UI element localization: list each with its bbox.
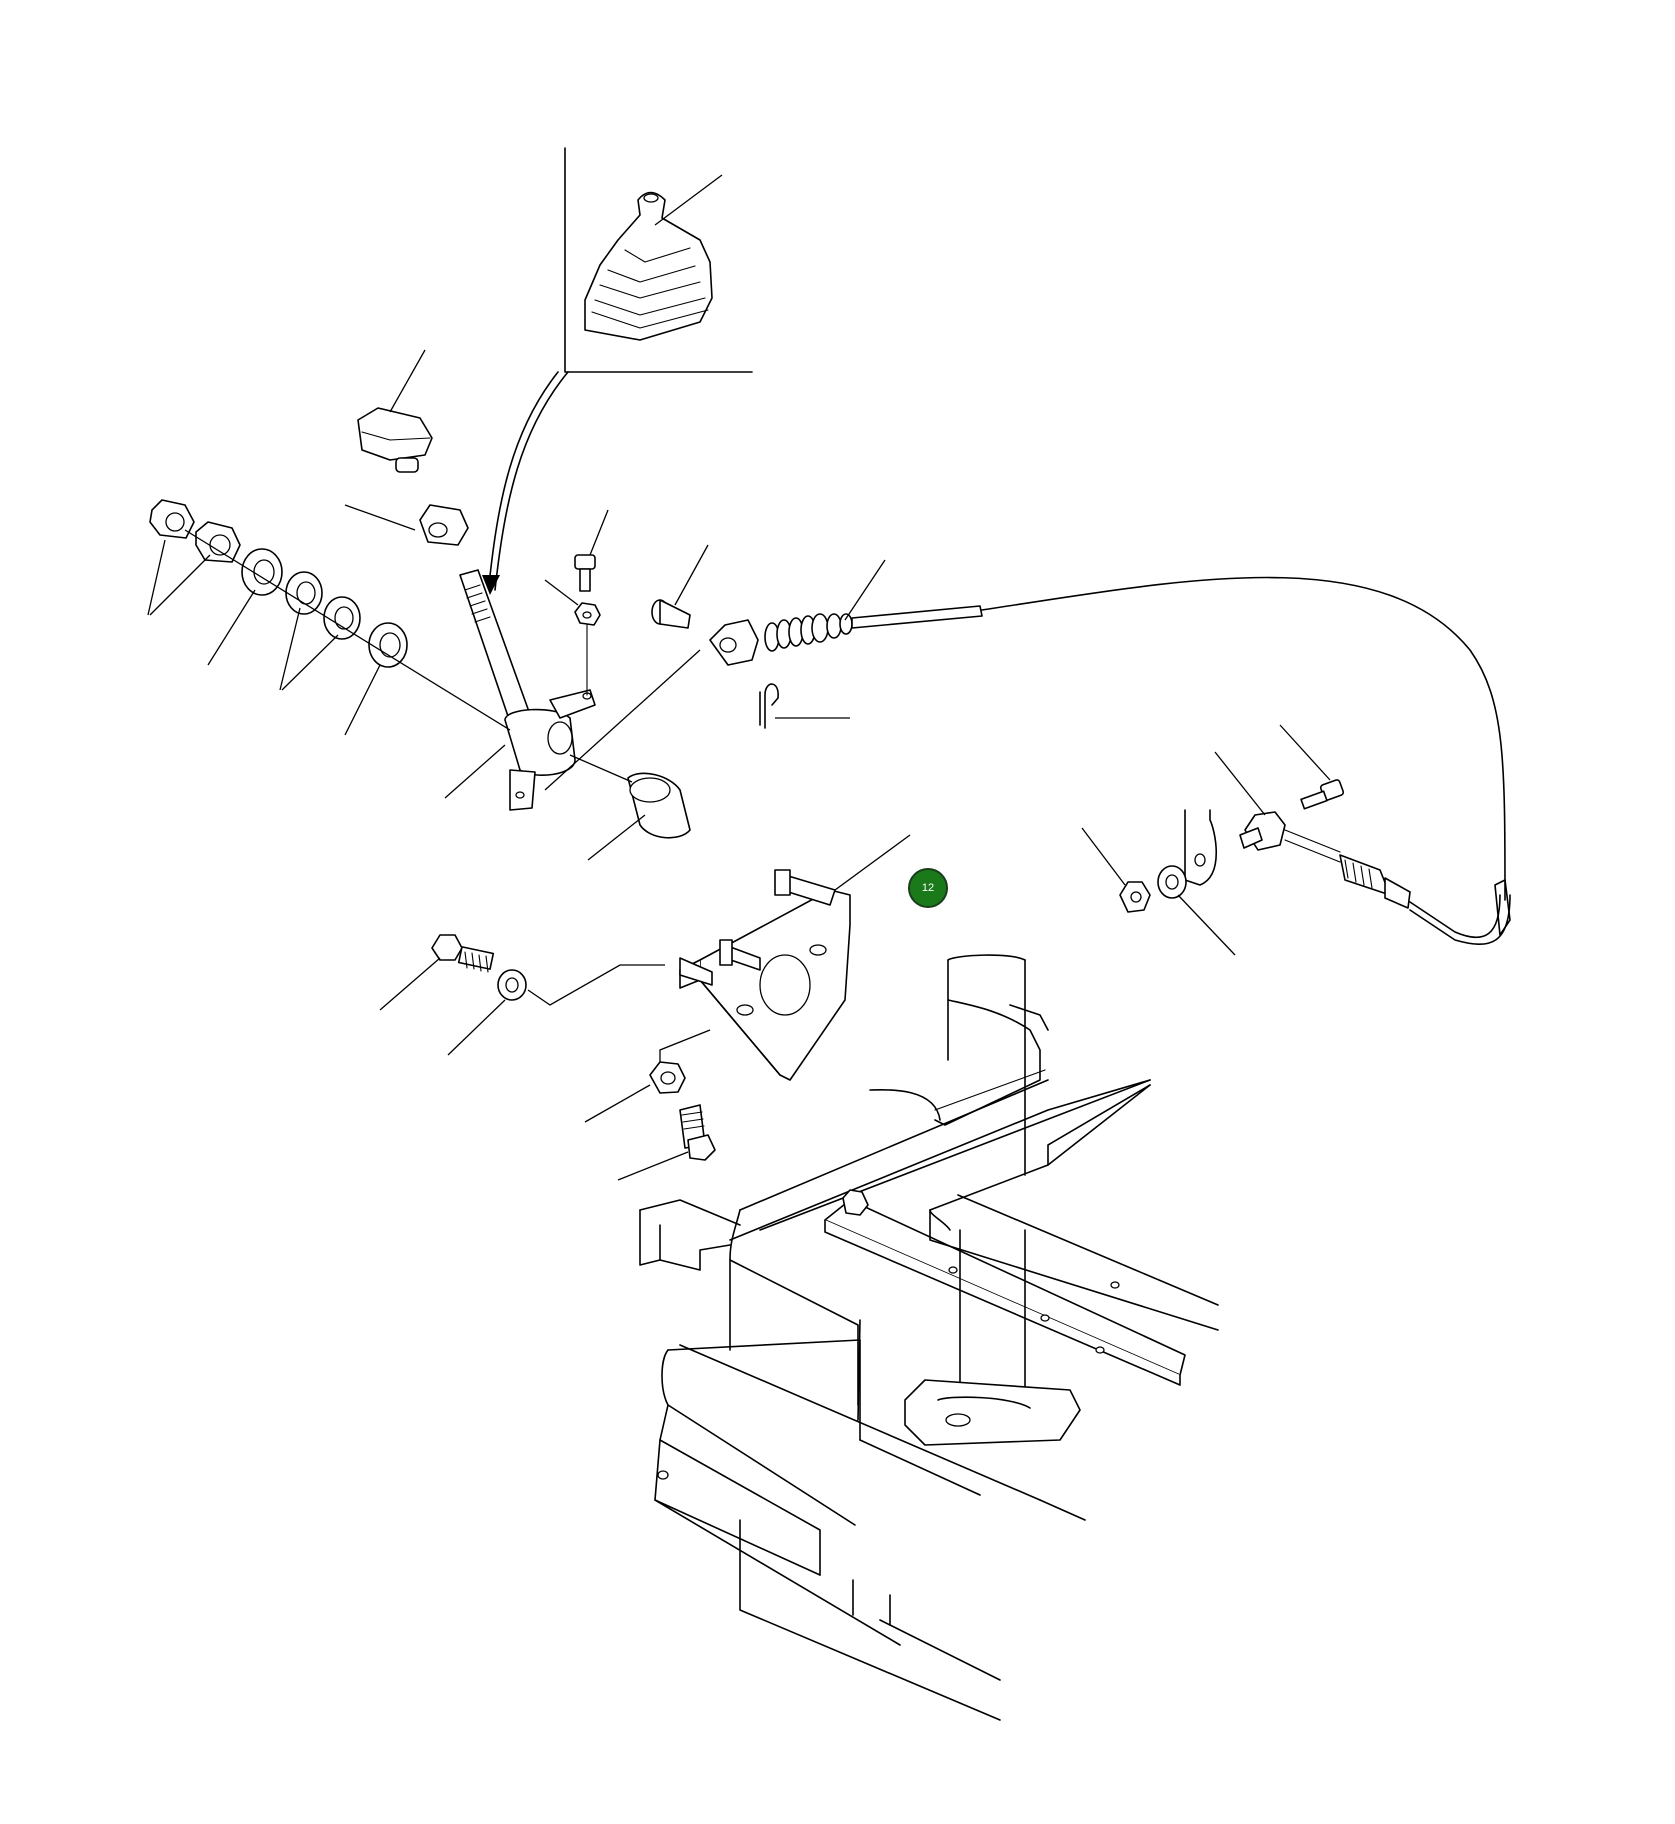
nut-2 <box>195 521 241 563</box>
cotter-pin <box>759 683 850 729</box>
gear-lever <box>444 569 596 811</box>
washer-3 <box>323 596 361 640</box>
washer-1 <box>241 548 283 596</box>
mounting-bracket <box>679 834 911 1081</box>
chassis-frame <box>639 954 1219 1721</box>
bracket-bolt-washer <box>379 934 665 1056</box>
gear-lever-boot <box>584 191 713 341</box>
gear-cable <box>544 559 1511 946</box>
nut-1 <box>149 499 195 539</box>
washer-4 <box>368 622 408 668</box>
cable-end-fitting <box>1214 751 1411 909</box>
cable-end-bolt <box>1279 724 1345 810</box>
gear-knob <box>357 349 433 473</box>
bracket-nut-bolt <box>584 1029 716 1181</box>
washer-2 <box>285 571 323 615</box>
pivot-bushing <box>569 754 691 861</box>
clevis-pin <box>651 544 709 629</box>
pivot-hardware-stack <box>147 499 511 736</box>
boot-inset <box>482 147 753 595</box>
cable-end-nut-washer <box>1081 827 1236 956</box>
cable-end-bracket <box>1184 809 1218 886</box>
lever-nut <box>344 504 469 546</box>
callout-12[interactable]: 12 <box>908 868 948 908</box>
small-bolt-and-nut <box>544 509 609 696</box>
